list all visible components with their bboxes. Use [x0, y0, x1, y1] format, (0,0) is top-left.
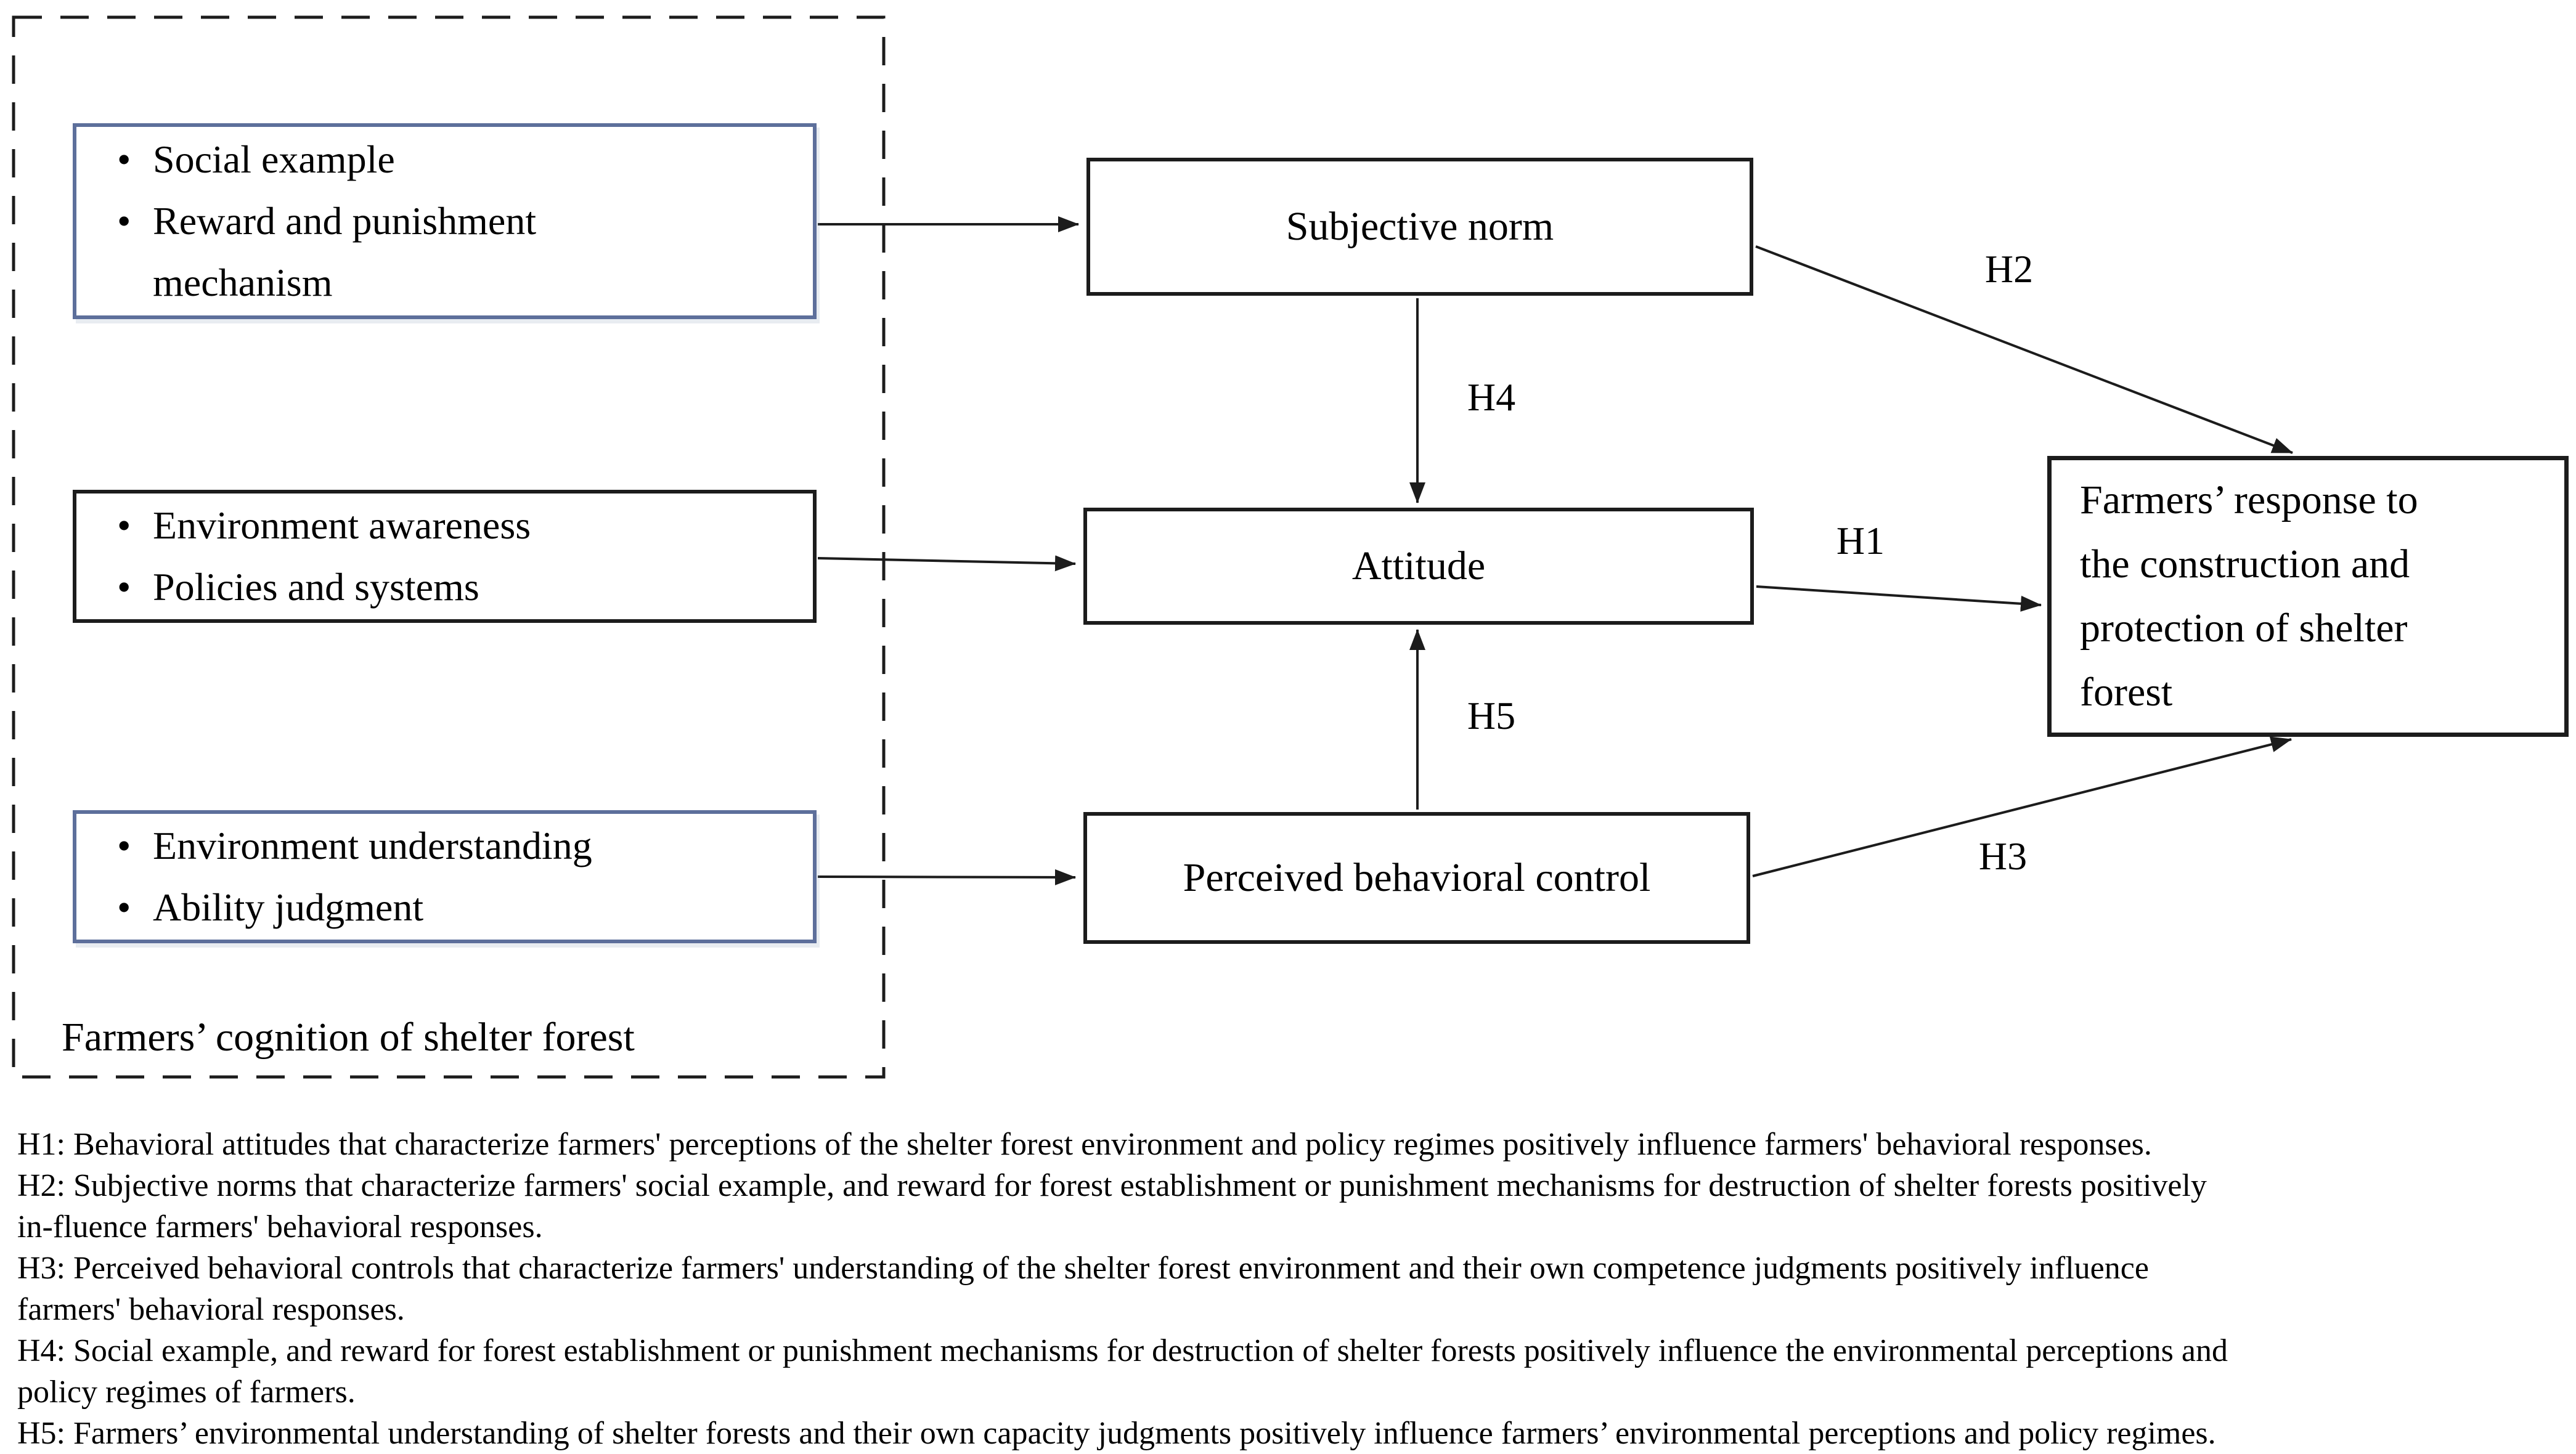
construct-label-line: protection of shelter — [2080, 606, 2408, 651]
path-label-h5: H5 — [1467, 694, 1516, 737]
path-label-h3: H3 — [1978, 834, 2028, 878]
bullet-item-label: Policies and systems — [153, 565, 479, 609]
construct-box-attitude: Attitude — [1083, 508, 1754, 625]
arrow-h2-subjective-norm-to-response — [1755, 245, 2293, 454]
arrow-h3-pbc-to-response — [1752, 736, 2292, 877]
bullet-item: • Policies and systems — [117, 556, 794, 618]
construct-label-line: Farmers’ response to — [2080, 477, 2418, 522]
arrow-h1-attitude-to-response — [1756, 585, 2042, 612]
path-label-h2: H2 — [1984, 247, 2034, 291]
construct-label-line: the construction and — [2080, 542, 2410, 587]
hypothesis-h4-line: H4: Social example, and reward for fores… — [17, 1333, 2228, 1368]
hypothesis-h1-line: H1: Behavioral attitudes that characteri… — [17, 1127, 2152, 1162]
bullet-item: • Environment understanding — [117, 815, 794, 877]
path-label-h1: H1 — [1836, 519, 1885, 563]
hypothesis-h4-line: policy regimes of farmers. — [17, 1375, 356, 1410]
bullet-item: • Ability judgment — [117, 877, 794, 938]
bullet-icon: • — [117, 503, 131, 547]
bullet-icon: • — [117, 565, 131, 609]
antecedent-box-environment-awareness: • Environment awareness • Policies and s… — [73, 490, 817, 623]
path-label-h4: H4 — [1467, 375, 1516, 419]
construct-label: Subjective norm — [1286, 203, 1554, 249]
cognition-group-dashed-frame — [12, 15, 886, 1079]
bullet-item-label: Reward and punishment — [153, 199, 537, 243]
bullet-icon: • — [117, 885, 131, 929]
hypothesis-h3-line: farmers' behavioral responses. — [17, 1292, 405, 1327]
construct-box-subjective-norm: Subjective norm — [1086, 158, 1753, 296]
hypothesis-h2-line: in-fluence farmers' behavioral responses… — [17, 1209, 543, 1245]
construct-box-farmers-response: Farmers’ response to the construction an… — [2047, 456, 2569, 737]
construct-box-perceived-behavioral-control: Perceived behavioral control — [1083, 812, 1750, 944]
bullet-icon: • — [117, 824, 131, 867]
bullet-item-continuation: mechanism — [153, 261, 333, 304]
arrow-awareness-to-attitude — [817, 555, 1076, 572]
hypothesis-h2-line: H2: Subjective norms that characterize f… — [17, 1168, 2207, 1203]
cognition-group-caption: Farmers’ cognition of shelter forest — [62, 1015, 635, 1060]
construct-label: Attitude — [1351, 543, 1486, 588]
bullet-item-label: Ability judgment — [153, 885, 424, 929]
hypotheses-notes: H1: Behavioral attitudes that characteri… — [17, 1124, 2569, 1454]
bullet-item: • Social example — [117, 129, 794, 190]
bullet-item-label: Environment awareness — [153, 503, 531, 547]
hypothesis-h5-line: H5: Farmers’ environmental understanding… — [17, 1416, 2216, 1451]
bullet-icon: • — [117, 137, 131, 181]
antecedent-box-environment-understanding: • Environment understanding • Ability ju… — [73, 810, 817, 943]
bullet-item: • Reward and punishment — [117, 190, 794, 252]
hypothesis-h3-line: H3: Perceived behavioral controls that c… — [17, 1251, 2149, 1286]
bullet-item: • Environment awareness — [117, 495, 794, 556]
bullet-item-label: Social example — [153, 137, 395, 181]
construct-label: Perceived behavioral control — [1183, 855, 1651, 900]
antecedent-box-social-example: • Social example • Reward and punishment… — [73, 123, 817, 319]
construct-label-line: forest — [2080, 670, 2173, 715]
bullet-item-label: Environment understanding — [153, 824, 592, 867]
bullet-icon: • — [117, 199, 131, 243]
